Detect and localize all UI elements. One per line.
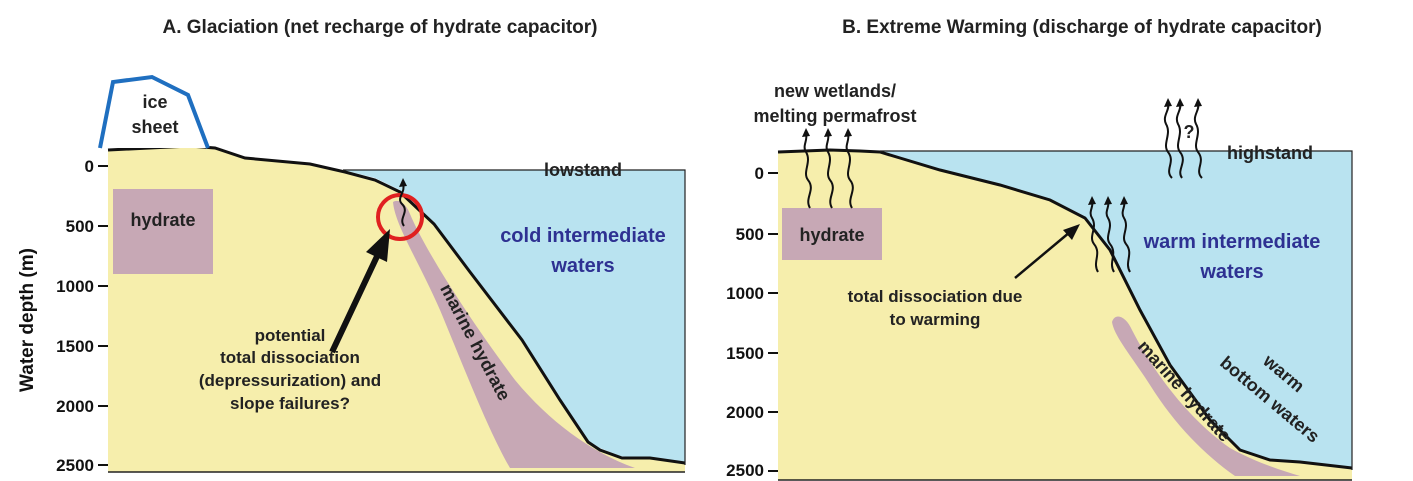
warm-waters-label-line2: waters	[1199, 261, 1263, 283]
wetlands-label-line1: new wetlands/	[774, 81, 896, 101]
panel-a-tick-1000: 1000	[56, 277, 94, 296]
panel-b-marine-hydrate	[1112, 316, 1300, 476]
dissociation-label-line2: to warming	[890, 310, 981, 329]
panel-b-tick-1000: 1000	[726, 284, 764, 303]
panel-b-pointer-arrowhead	[1063, 224, 1080, 240]
panel-a-tick-2500: 2500	[56, 456, 94, 475]
panel-b-sediment	[778, 150, 1352, 480]
panel-b-hydrate-zone	[782, 208, 882, 260]
panel-a-pointer-arrowhead	[366, 229, 390, 262]
panel-a: A. Glaciation (net recharge of hydrate c…	[17, 17, 686, 475]
question-mark: ?	[1184, 122, 1195, 142]
panel-a-tick-500: 500	[66, 217, 94, 236]
panel-a-hydrate-zone	[113, 189, 213, 274]
panel-a-tick-1500: 1500	[56, 337, 94, 356]
wetland-wiggle-2	[825, 133, 834, 209]
annotation-line3: (depressurization) and	[199, 371, 381, 390]
panel-a-sediment	[108, 146, 685, 472]
annotation-line1: potential	[255, 326, 326, 345]
wetland-arrowhead-3	[844, 128, 852, 137]
atmosphere-arrowhead-1	[1164, 98, 1172, 107]
ice-sheet-label-line1: ice	[142, 92, 167, 112]
panel-b-y-ticks: 0 500 1000 1500 2000 2500	[726, 164, 778, 480]
wetland-arrowhead-1	[802, 128, 810, 137]
panel-b-water-outline	[880, 150, 1353, 470]
panel-a-water-outline	[343, 169, 686, 465]
panel-b-tick-1500: 1500	[726, 344, 764, 363]
panel-a-title: A. Glaciation (net recharge of hydrate c…	[163, 17, 598, 38]
atmosphere-arrowhead-3	[1194, 98, 1202, 107]
atmosphere-arrowhead-2	[1176, 98, 1184, 107]
wetland-gas-wiggles	[802, 128, 854, 209]
highstand-label: highstand	[1227, 143, 1313, 163]
panel-b: B. Extreme Warming (discharge of hydrate…	[726, 17, 1353, 481]
slope-arrowhead-2	[1104, 196, 1112, 205]
panel-a-marine-hydrate	[393, 200, 635, 469]
panel-a-gas-wiggle	[399, 183, 406, 227]
ice-sheet-outline	[98, 74, 210, 149]
lowstand-label: lowstand	[544, 160, 622, 180]
panel-b-tick-2000: 2000	[726, 403, 764, 422]
slope-gas-wiggles	[1088, 196, 1131, 273]
panel-a-y-ticks: 0 500 1000 1500 2000 2500	[56, 157, 108, 475]
dissociation-label-line1: total dissociation due	[848, 287, 1023, 306]
slope-arrowhead-3	[1120, 196, 1128, 205]
slope-wiggle-3	[1121, 201, 1131, 273]
wetland-wiggle-3	[845, 133, 854, 209]
panel-a-pointer-arrow	[329, 248, 383, 354]
panel-a-tick-2000: 2000	[56, 397, 94, 416]
panel-b-water	[880, 151, 1352, 468]
panel-a-water	[343, 170, 685, 462]
panel-b-tick-500: 500	[736, 225, 764, 244]
panel-b-title: B. Extreme Warming (discharge of hydrate…	[842, 17, 1322, 38]
panel-b-pointer-arrow	[1014, 231, 1071, 279]
cold-waters-label-line1: cold intermediate	[500, 225, 666, 247]
slope-wiggle-2	[1105, 201, 1115, 273]
panel-a-seafloor-line	[107, 144, 686, 465]
panel-b-hydrate-label: hydrate	[799, 225, 864, 245]
atmosphere-wiggle-1	[1163, 103, 1173, 179]
slope-arrowhead-1	[1088, 196, 1096, 205]
atmosphere-wiggle-2	[1175, 103, 1184, 179]
ice-sheet-label-line2: sheet	[131, 117, 178, 137]
atmosphere-gas-wiggles	[1163, 98, 1203, 179]
warm-waters-label-line1: warm intermediate	[1143, 231, 1321, 253]
slope-wiggle-1	[1089, 201, 1099, 273]
panel-a-gas-arrowhead	[399, 178, 407, 187]
cold-waters-label-line2: waters	[550, 255, 614, 277]
panel-b-seafloor-line	[777, 148, 1353, 470]
panel-a-hydrate-label: hydrate	[130, 210, 195, 230]
dissociation-circle	[376, 193, 424, 241]
wetland-wiggle-1	[803, 133, 812, 209]
annotation-line4: slope failures?	[230, 394, 350, 413]
wetland-arrowhead-2	[824, 128, 832, 137]
atmosphere-wiggle-3	[1193, 103, 1203, 179]
annotation-line2: total dissociation	[220, 348, 360, 367]
panel-b-tick-2500: 2500	[726, 461, 764, 480]
wetlands-label-line2: melting permafrost	[753, 106, 916, 126]
panel-a-tick-0: 0	[85, 157, 94, 176]
panel-b-tick-0: 0	[755, 164, 764, 183]
y-axis-label: Water depth (m)	[17, 248, 38, 392]
